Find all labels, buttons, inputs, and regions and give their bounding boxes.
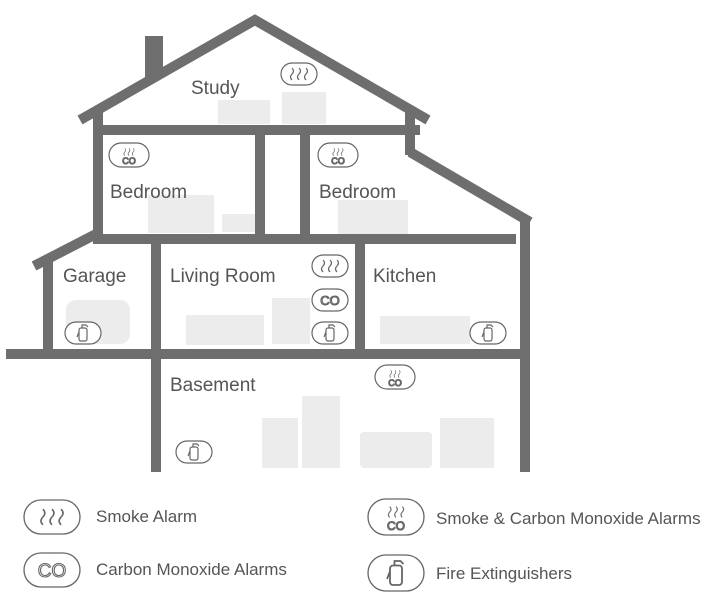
svg-text:CO: CO — [320, 293, 340, 308]
legend-label-smoke-co-alarms: Smoke & Carbon Monoxide Alarms — [436, 509, 701, 528]
smoke-co-alarm-icon: CO — [317, 142, 359, 168]
legend-fire-extinguisher-icon — [367, 554, 425, 592]
room-label-kitchen: Kitchen — [373, 266, 437, 287]
furniture-backdrop — [66, 92, 494, 468]
svg-text:CO: CO — [122, 156, 136, 166]
room-label-garage: Garage — [63, 266, 127, 287]
chimney — [145, 36, 163, 78]
room-label-basement: Basement — [170, 375, 256, 396]
room-label-study: Study — [191, 78, 240, 99]
smoke-co-alarm-icon: CO — [374, 364, 416, 390]
svg-text:CO: CO — [331, 156, 345, 166]
legend-smoke-alarm-icon — [23, 499, 81, 535]
house-structure — [6, 14, 533, 472]
legend-label-fire-extinguishers: Fire Extinguishers — [436, 564, 573, 583]
smoke-alarm-icon — [280, 62, 318, 86]
svg-text:CO: CO — [38, 561, 67, 582]
svg-text:CO: CO — [387, 519, 405, 533]
carbon-monoxide-alarm-icon: CO — [311, 288, 349, 312]
svg-text:CO: CO — [388, 378, 402, 388]
fire-extinguisher-icon — [64, 321, 102, 345]
legend-label-co-alarms: Carbon Monoxide Alarms — [96, 560, 287, 579]
fire-extinguisher-icon — [469, 321, 507, 345]
smoke-alarm-icon — [311, 254, 349, 278]
room-label-bedroom-right: Bedroom — [319, 182, 397, 203]
smoke-co-alarm-icon: CO — [108, 142, 150, 168]
fire-extinguisher-icon — [175, 440, 213, 464]
fire-extinguisher-icon — [311, 321, 349, 345]
legend-smoke-co-alarm-icon: CO — [367, 498, 425, 536]
main-roof — [77, 14, 431, 125]
legend-carbon-monoxide-alarm-icon: CO — [23, 552, 81, 588]
room-label-living-room: Living Room — [170, 266, 276, 287]
room-label-bedroom-left: Bedroom — [110, 182, 188, 203]
legend-label-smoke-alarm: Smoke Alarm — [96, 507, 198, 526]
